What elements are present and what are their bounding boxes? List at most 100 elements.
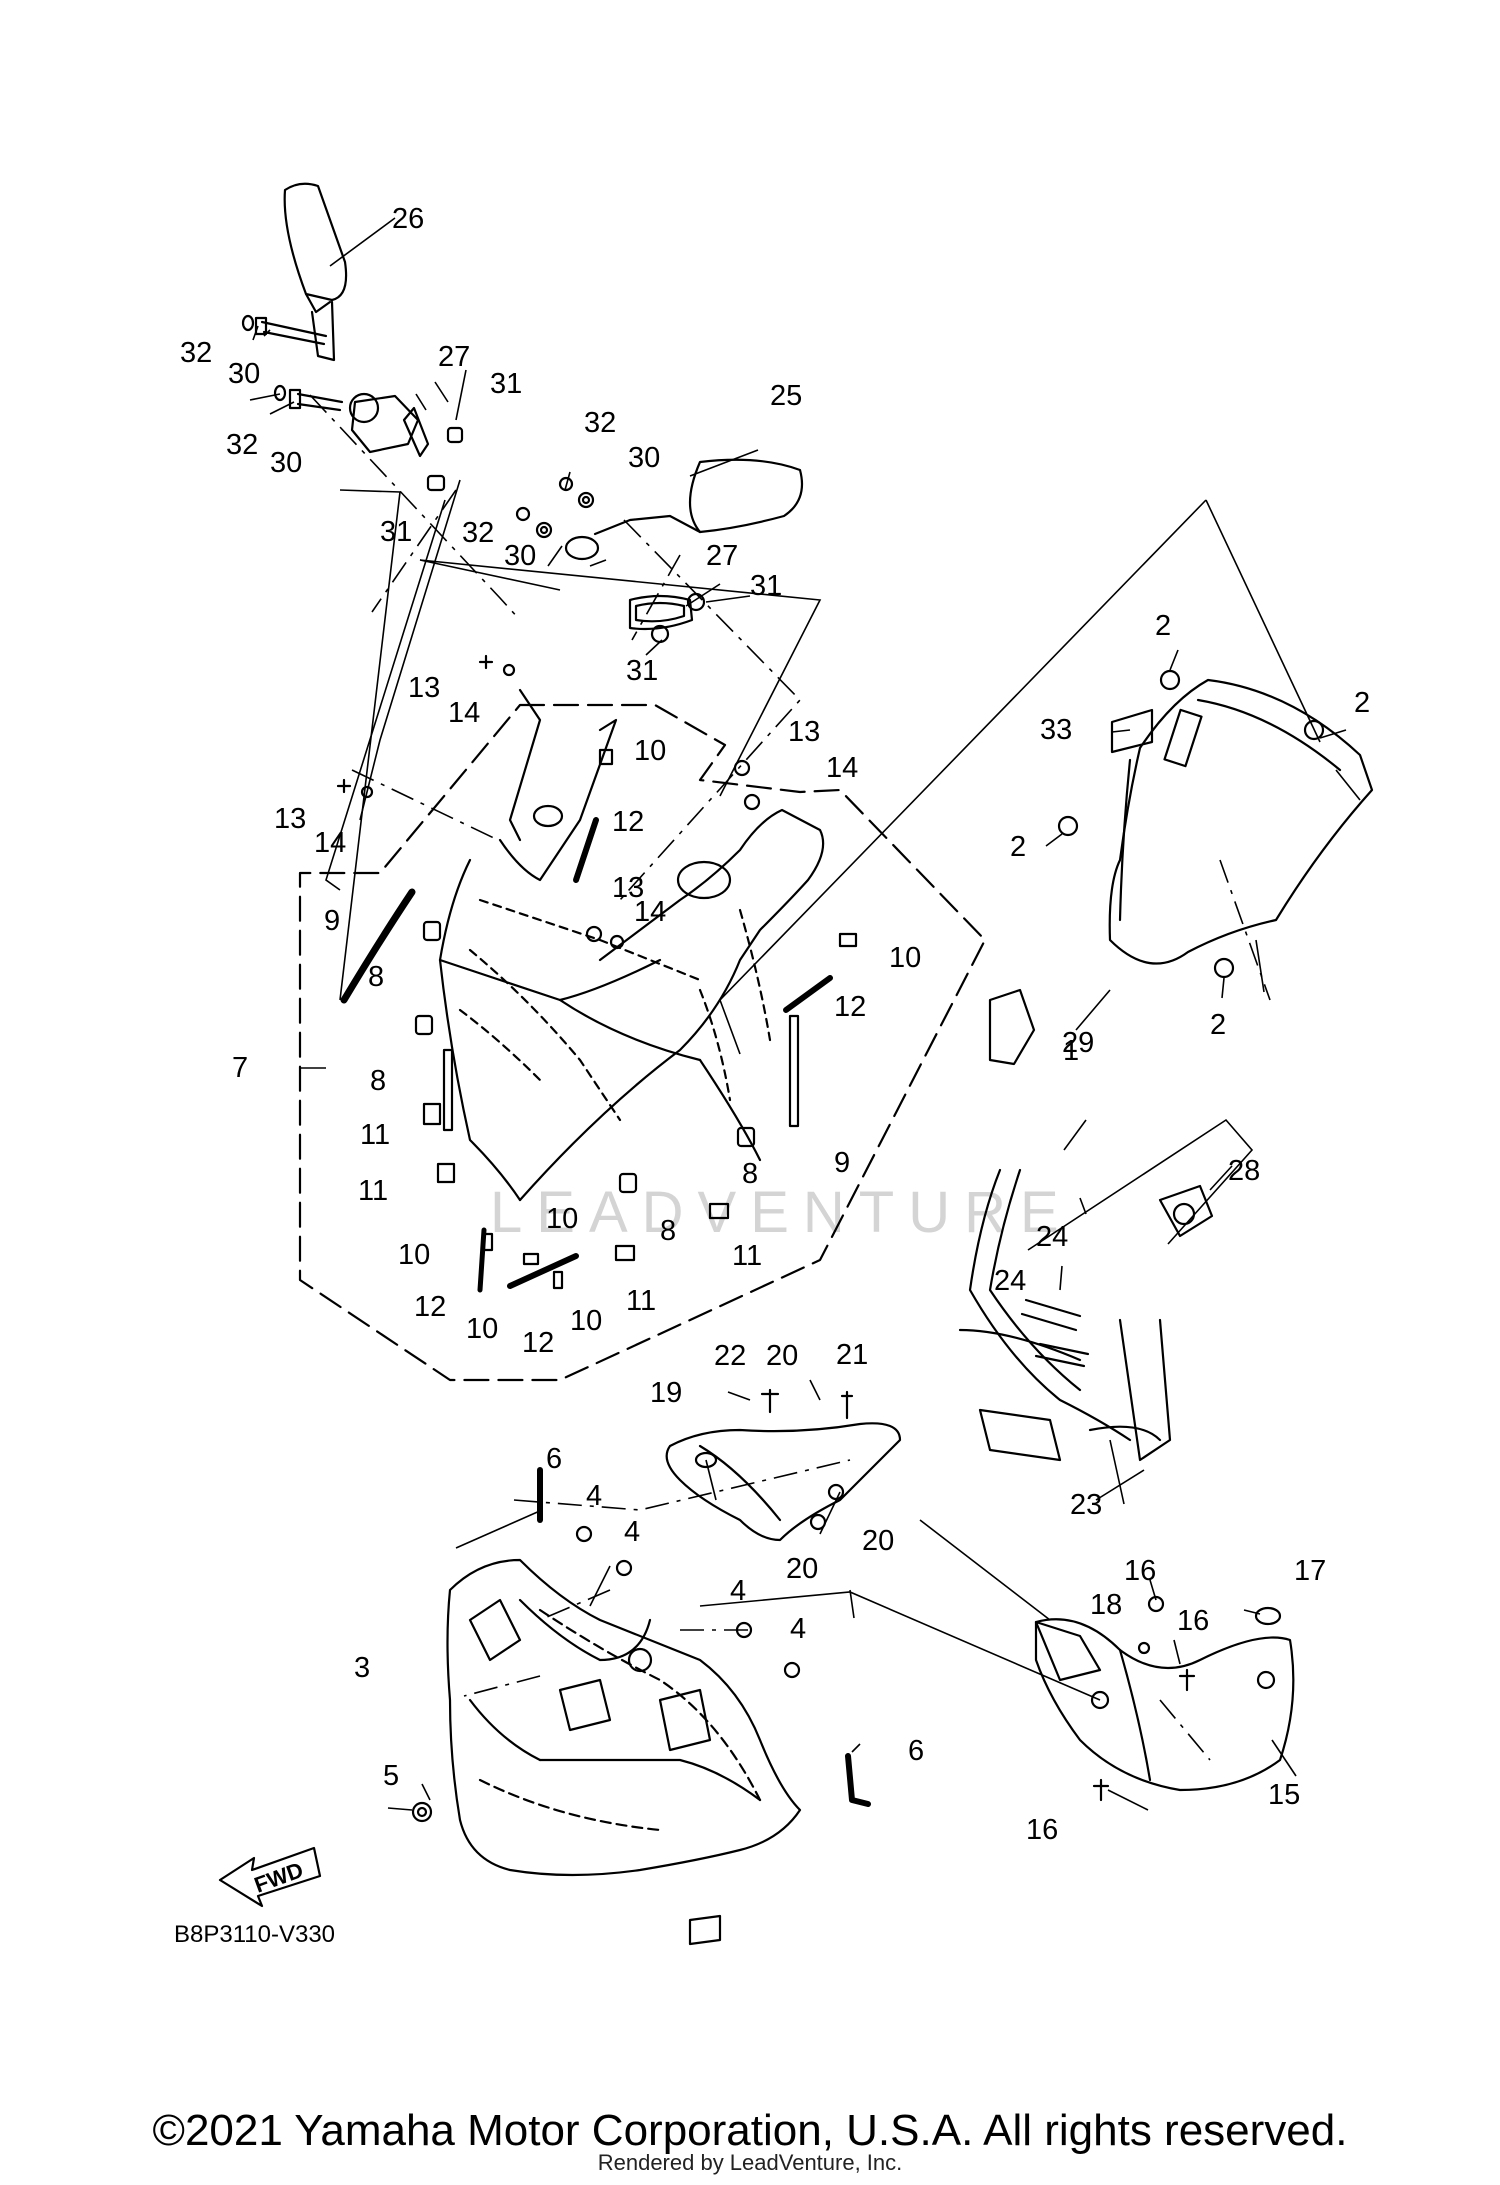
callout-3: 3 — [354, 1652, 370, 1684]
callout-2: 2 — [1155, 610, 1171, 642]
callout-30: 30 — [228, 358, 260, 390]
callout-15: 15 — [1268, 1779, 1300, 1811]
callout-10: 10 — [466, 1313, 498, 1345]
callout-22: 22 — [714, 1340, 746, 1372]
callout-29: 29 — [1062, 1027, 1094, 1059]
callout-2: 2 — [1354, 687, 1370, 719]
rendered-by-text: Rendered by LeadVenture, Inc. — [597, 2150, 903, 2175]
callout-11: 11 — [358, 1175, 388, 1207]
callout-13: 13 — [788, 716, 820, 748]
callout-9: 9 — [324, 905, 340, 937]
callout-30: 30 — [628, 442, 660, 474]
callout-12: 12 — [522, 1327, 554, 1359]
callout-numbers: 1 2 2 2 2 3 4 4 4 4 5 6 6 7 8 8 8 8 9 9 … — [180, 203, 1370, 1846]
callout-21: 21 — [836, 1339, 868, 1371]
callout-4: 4 — [730, 1575, 746, 1607]
callout-31: 31 — [626, 655, 658, 687]
callout-14: 14 — [634, 896, 666, 928]
callout-1: 1 — [1063, 1035, 1079, 1067]
callout-16: 16 — [1124, 1555, 1156, 1587]
callout-13: 13 — [408, 672, 440, 704]
callout-27: 27 — [706, 540, 738, 572]
fwd-label: FWD — [251, 1857, 307, 1898]
callout-8: 8 — [370, 1065, 386, 1097]
lower-cowling-screws — [411, 1525, 801, 1823]
watermark-text: LEADVENTURE — [490, 1180, 1073, 1245]
callout-30: 30 — [504, 540, 536, 572]
callout-32: 32 — [462, 517, 494, 549]
dash-dot-lines — [309, 394, 1271, 1761]
callout-11: 11 — [360, 1119, 390, 1151]
leader-lines — [249, 217, 1361, 1811]
callout-14: 14 — [314, 827, 346, 859]
callout-31: 31 — [750, 570, 782, 602]
stay-bracket — [958, 988, 1214, 1462]
callout-16: 16 — [1177, 1605, 1209, 1637]
callout-11: 11 — [626, 1285, 656, 1317]
callout-8: 8 — [660, 1215, 676, 1247]
lower-cowling-dashed — [478, 1608, 762, 1832]
callout-30: 30 — [270, 447, 302, 479]
under-cover-screws — [1092, 1595, 1282, 1802]
callout-12: 12 — [414, 1291, 446, 1323]
callout-11: 11 — [732, 1240, 762, 1272]
callout-10: 10 — [546, 1203, 578, 1235]
callout-2: 2 — [1210, 1009, 1226, 1041]
lower-cowling — [446, 1467, 871, 1946]
callout-19: 19 — [650, 1377, 682, 1409]
inner-cover — [665, 1422, 902, 1542]
callout-23: 23 — [1070, 1489, 1102, 1521]
callout-4: 4 — [586, 1480, 602, 1512]
callout-20: 20 — [786, 1553, 818, 1585]
callout-16: 16 — [1026, 1814, 1058, 1846]
callout-25: 25 — [770, 380, 802, 412]
callout-2: 2 — [1010, 831, 1026, 863]
callout-6: 6 — [546, 1443, 562, 1475]
inner-cover-screws — [760, 1388, 854, 1420]
callout-20: 20 — [766, 1340, 798, 1372]
callout-14: 14 — [826, 752, 858, 784]
callout-20: 20 — [862, 1525, 894, 1557]
callout-24: 24 — [994, 1265, 1026, 1297]
left-mirror-hardware — [241, 314, 464, 492]
callout-17: 17 — [1294, 1555, 1326, 1587]
callout-18: 18 — [1090, 1589, 1122, 1621]
assembly-enclosure-7 — [298, 703, 987, 1382]
callout-31: 31 — [490, 368, 522, 400]
callout-32: 32 — [180, 337, 212, 369]
callout-10: 10 — [398, 1239, 430, 1271]
callout-10: 10 — [570, 1305, 602, 1337]
callout-13: 13 — [274, 803, 306, 835]
callout-32: 32 — [584, 407, 616, 439]
under-cover — [1034, 1618, 1295, 1792]
windshield — [1108, 678, 1374, 965]
callout-12: 12 — [834, 991, 866, 1023]
callout-8: 8 — [368, 961, 384, 993]
callout-10: 10 — [889, 942, 921, 974]
callout-26: 26 — [392, 203, 424, 235]
callout-12: 12 — [612, 806, 644, 838]
cowling-small-parts — [340, 748, 858, 1293]
callout-9: 9 — [834, 1147, 850, 1179]
upper-cowling — [438, 688, 825, 1202]
callout-32: 32 — [226, 429, 258, 461]
windshield-hardware — [1057, 669, 1325, 979]
callout-8: 8 — [742, 1158, 758, 1190]
callout-6: 6 — [908, 1735, 924, 1767]
cowling-inner-lines — [458, 898, 772, 1122]
callout-10: 10 — [634, 735, 666, 767]
callout-31: 31 — [380, 516, 412, 548]
fwd-arrow — [218, 1846, 322, 1908]
callout-4: 4 — [790, 1613, 806, 1645]
right-mirror — [564, 458, 804, 631]
callout-4: 4 — [624, 1516, 640, 1548]
diagram-code: B8P3110-V330 — [174, 1921, 335, 1948]
callout-24: 24 — [1036, 1221, 1068, 1253]
parts-diagram: LEADVENTURE — [174, 182, 1374, 1948]
callout-7: 7 — [232, 1052, 248, 1084]
callout-33: 33 — [1040, 714, 1072, 746]
copyright-text: ©2021 Yamaha Motor Corporation, U.S.A. A… — [152, 2106, 1348, 2155]
callout-13: 13 — [612, 872, 644, 904]
callout-5: 5 — [383, 1760, 399, 1792]
callout-27: 27 — [438, 341, 470, 373]
